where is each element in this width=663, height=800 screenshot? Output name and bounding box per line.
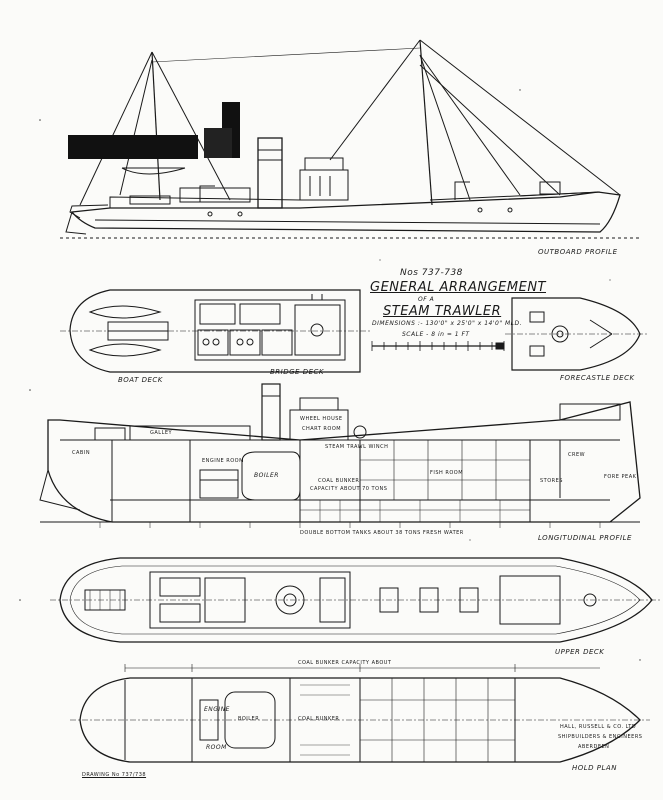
label-wheel-house: WHEEL HOUSE [300, 416, 343, 422]
builder-line2: SHIPBUILDERS & ENGINEERS [558, 734, 643, 740]
label-boiler: BOILER [254, 472, 279, 479]
title-of-a: OF A [418, 296, 435, 303]
builder-line3: ABERDEEN [578, 744, 610, 750]
label-steam-trawl-winch: STEAM TRAWL WINCH [325, 444, 389, 450]
title-scale: SCALE - 8 in = 1 FT [402, 331, 470, 338]
boat-bridge-deck-plan [60, 289, 372, 373]
forecastle-deck-plan [505, 297, 648, 371]
upper-deck-plan [50, 557, 660, 643]
label-hold-room: ROOM [206, 744, 227, 751]
longitudinal-profile [39, 383, 641, 528]
title-dimensions: DIMENSIONS :- 130'0" x 25'0" x 14'0" MLD… [372, 320, 523, 327]
paper-speckle [19, 89, 641, 661]
title-general-arrangement: GENERAL ARRANGEMENT [370, 280, 546, 295]
label-bunker-capacity-hold: COAL BUNKER CAPACITY ABOUT [298, 660, 392, 666]
scale-bar [371, 341, 505, 351]
hold-plan [70, 664, 650, 763]
label-forecastle-deck: FORECASTLE DECK [560, 374, 635, 382]
builder-line1: HALL, RUSSELL & CO. LTD [560, 724, 637, 730]
outboard-profile [60, 39, 640, 239]
label-bunker-capacity: CAPACITY ABOUT 70 TONS [310, 486, 388, 492]
label-longitudinal-profile: LONGITUDINAL PROFILE [538, 534, 632, 542]
label-engine-room: ENGINE ROOM [202, 458, 244, 464]
label-stores: STORES [540, 478, 563, 484]
label-crew: CREW [568, 452, 586, 458]
label-upper-deck: UPPER DECK [555, 648, 605, 656]
label-fish-room: FISH ROOM [430, 470, 464, 476]
redaction-block [68, 135, 198, 159]
label-outboard-profile: OUTBOARD PROFILE [538, 248, 618, 256]
label-hold-engine: ENGINE [204, 706, 230, 713]
label-bridge-deck: BRIDGE DECK [270, 368, 324, 376]
label-cabin: CABIN [72, 450, 91, 456]
drawing-number-footer: DRAWING No 737/738 [82, 772, 147, 778]
label-fore-peak: FORE PEAK [604, 474, 637, 480]
title-steam-trawler: STEAM TRAWLER [383, 304, 502, 319]
label-galley: GALLEY [150, 430, 173, 436]
drawing-number: Nos 737-738 [400, 268, 463, 278]
label-chart-room: CHART ROOM [302, 426, 342, 432]
label-coal-bunker: COAL BUNKER [318, 478, 360, 484]
label-double-bottom: DOUBLE BOTTOM TANKS ABOUT 38 TONS FRESH … [300, 530, 464, 536]
label-hold-boiler: BOILER [238, 716, 260, 722]
label-hold-coal-bunker: COAL BUNKER [298, 716, 340, 722]
label-hold-plan: HOLD PLAN [572, 764, 617, 772]
label-boat-deck: BOAT DECK [118, 376, 163, 384]
